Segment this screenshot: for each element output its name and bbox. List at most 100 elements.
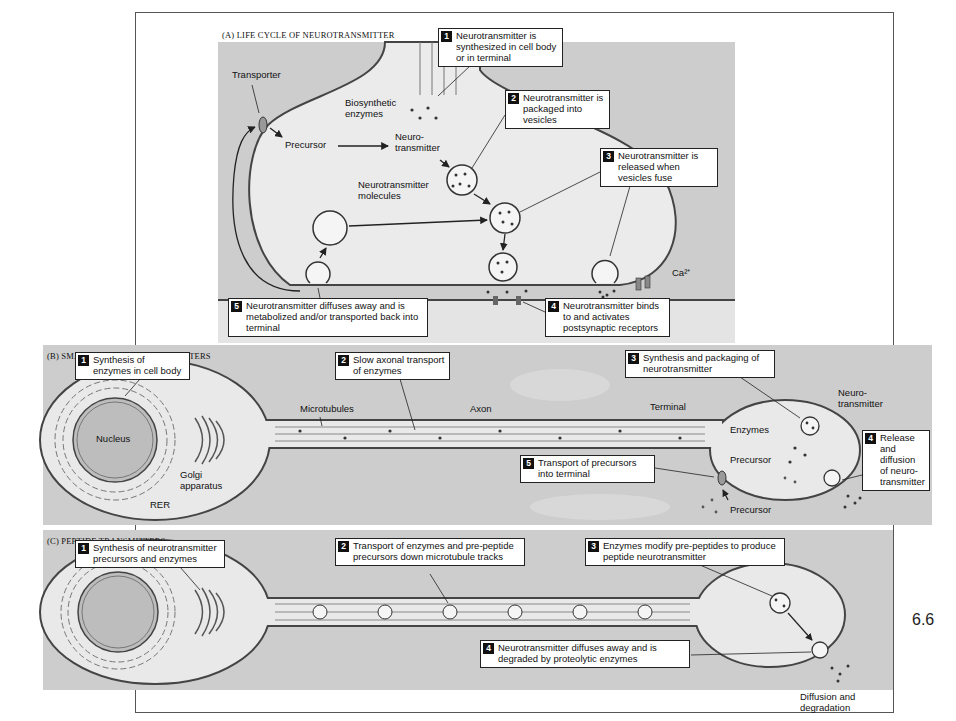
figure-label: Axon xyxy=(470,404,492,415)
panel-a-illustration-line xyxy=(474,194,490,204)
panel-b-illustration-line xyxy=(275,441,705,442)
figure-label: Microtubules xyxy=(300,404,354,415)
panel-c-illustration-ellipse xyxy=(695,563,845,667)
callout-text-group: Neurotransmitter binds to and activates … xyxy=(563,301,665,334)
panel-b-illustration-line xyxy=(400,379,415,430)
panel-b-illustration-circle xyxy=(343,436,346,439)
panel-c-illustration-circle xyxy=(313,605,327,619)
figure-label: Precursor xyxy=(730,505,771,516)
callout-box: 2 Transport of enzymes and pre-peptide pr… xyxy=(335,538,525,566)
callout-number: 5 xyxy=(523,458,534,469)
panel-a-illustration-line xyxy=(270,128,282,137)
panel-a-illustration-circle xyxy=(426,106,429,109)
callout-text: Transport of precursors into terminal xyxy=(538,458,650,480)
panel-c-illustration-circle xyxy=(638,605,652,619)
panel-c-illustration-circle xyxy=(847,665,850,668)
panel-b-illustration-circle xyxy=(844,506,847,509)
callout-box: 3 Synthesis and packaging of neurotransmi… xyxy=(625,350,775,378)
panel-b-illustration-line xyxy=(270,447,710,449)
callout-number: 3 xyxy=(628,353,639,364)
panel-b-illustration-ellipse xyxy=(40,360,270,520)
panel-c-illustration-circle xyxy=(508,605,522,619)
panel-a-illustration-line xyxy=(438,66,470,96)
panel-a-illustration-ellipse xyxy=(259,117,267,133)
panel-c-illustration-path xyxy=(209,590,218,634)
callout-box: 1Neurotransmitter is synthesized in cell… xyxy=(438,28,563,67)
panel-b-illustration-circle xyxy=(438,436,441,439)
panel-b-illustration-path xyxy=(195,418,203,462)
panel-c-illustration-circle xyxy=(812,642,828,658)
panel-a-illustration-rect xyxy=(636,278,641,290)
figure-label: Neuro- transmitter xyxy=(395,132,449,154)
panel-a-illustration-circle xyxy=(508,211,511,214)
callout-text-group: Synthesis and packaging of neurotransmit… xyxy=(643,353,770,375)
panel-c-illustration-line xyxy=(788,613,812,640)
panel-c-illustration-circle xyxy=(837,680,840,683)
figure-label: Biosynthetic enzymes xyxy=(345,98,409,120)
panel-b-illustration-path xyxy=(202,416,210,464)
figure-label: RER xyxy=(150,500,170,511)
panel-a-illustration-circle xyxy=(447,165,477,195)
panel-b-illustration-circle xyxy=(388,429,391,432)
panel-b-illustration-circle xyxy=(812,427,815,430)
callout-text: Neurotransmitter diffuses away and is me… xyxy=(246,301,423,334)
panel-c-illustration-path xyxy=(202,588,210,636)
panel-a-illustration-line xyxy=(520,172,600,212)
panel-b-illustration-circle xyxy=(806,422,809,425)
panel-c-illustration-line xyxy=(268,597,699,599)
panel-b-illustration-circle xyxy=(558,436,561,439)
callout-text: Neurotransmitter is released when vesicl… xyxy=(618,151,713,184)
panel-band: (B) SMALL-MOLECULE TRANSMITTERS1Synthesi… xyxy=(43,345,932,525)
panel-b-illustration-ellipse xyxy=(718,471,726,485)
panel-c-illustration-circle xyxy=(378,605,392,619)
panel-b-illustration-circle xyxy=(55,380,175,500)
panel-c-illustration-rect xyxy=(258,599,710,625)
callout-text-group: Neurotransmitter diffuses away and is de… xyxy=(498,643,685,665)
panel-a-illustration-line xyxy=(472,115,505,168)
panel-b-illustration-circle xyxy=(803,453,806,456)
panel-a-illustration-rect xyxy=(645,276,650,288)
callout-text-group: Synthesis of neurotransmitter precursors… xyxy=(93,543,220,565)
panel-a-illustration-line xyxy=(338,145,388,146)
panel-c-illustration-line xyxy=(700,565,772,596)
callout-number: 2 xyxy=(338,541,349,552)
panel-c-illustration-line xyxy=(430,574,448,603)
panel-c-illustration-circle xyxy=(831,667,834,670)
panel-b-illustration-line xyxy=(275,434,705,435)
panel-b-illustration-circle xyxy=(63,388,167,492)
panel-c-illustration-line xyxy=(180,567,200,590)
panel-band: (A) LIFE CYCLE OF NEUROTRANSMITTER1Neuro… xyxy=(218,24,735,344)
panel-a-illustration-circle xyxy=(313,211,347,245)
figure-number: 6.6 xyxy=(912,610,934,629)
callout-number: 4 xyxy=(548,301,559,312)
callout-number: 1 xyxy=(78,543,89,554)
panel-a-illustration-circle xyxy=(502,221,505,224)
callout-text: Neurotransmitter binds to and activates … xyxy=(563,301,665,334)
panel-a-illustration-line xyxy=(432,42,433,95)
callout-box: 5 Neurotransmitter diffuses away and is m… xyxy=(228,298,428,337)
panel-c-illustration-circle xyxy=(68,562,168,662)
panel-b-illustration-line xyxy=(125,379,140,396)
panel-c-illustration-circle xyxy=(78,572,158,652)
callout-number: 4 xyxy=(483,643,494,654)
panel-a-illustration-rect xyxy=(516,296,521,305)
panel-b-illustration-circle xyxy=(73,398,157,482)
panel-a-illustration-circle xyxy=(418,116,421,119)
callout-text-group: Transport of enzymes and pre-peptide pre… xyxy=(353,541,520,563)
panel-b-illustration-line xyxy=(723,490,728,500)
panel-a-illustration-circle xyxy=(599,291,602,294)
panel-a-illustration-path xyxy=(233,127,300,291)
panel-a-illustration-circle xyxy=(487,291,490,294)
callout-box: 3Neurotransmitter is released when vesic… xyxy=(600,148,718,187)
panel-c-illustration-line xyxy=(691,652,811,655)
panel-a-illustration-circle xyxy=(455,174,458,177)
callout-number: 5 xyxy=(231,301,242,312)
panel-a-illustration-rect xyxy=(493,296,498,305)
panel-b-illustration-ellipse xyxy=(530,494,670,520)
callout-number: 3 xyxy=(588,541,599,552)
panel-a-illustration-circle xyxy=(525,290,528,293)
panel-b-illustration-circle xyxy=(711,499,714,502)
callout-text: Slow axonal transport of enzymes xyxy=(353,355,445,377)
panel-a-illustration-circle xyxy=(434,116,437,119)
panel-c-illustration-circle xyxy=(783,605,786,608)
